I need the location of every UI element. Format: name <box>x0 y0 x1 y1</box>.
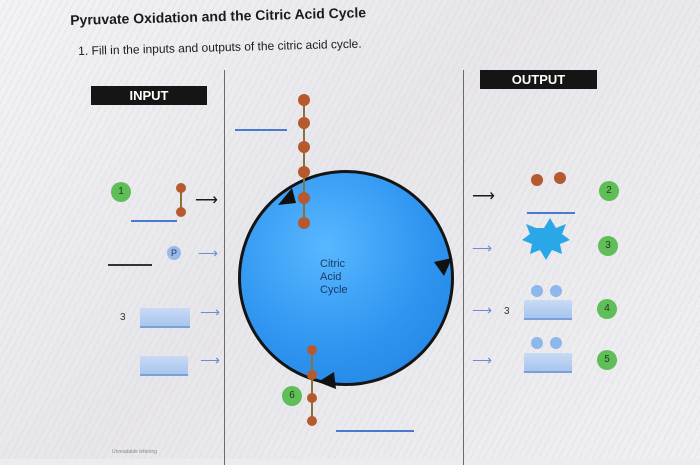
input-arrow-2: ⟶ <box>198 245 219 261</box>
input-blank-top[interactable] <box>235 129 287 131</box>
input-answer-box-4[interactable] <box>140 356 188 376</box>
output-answer-box-5[interactable] <box>524 353 572 373</box>
input-blank-2[interactable] <box>108 264 152 266</box>
output-arrow-2: ⟶ <box>472 188 495 205</box>
nadh-output-molecules <box>531 285 562 349</box>
cycle-frame <box>224 70 464 465</box>
step-badge-4: 4 <box>597 299 617 319</box>
cycle-label-line-3: Cycle <box>320 284 348 296</box>
atp-output-shape <box>522 218 570 260</box>
step-badge-6: 6 <box>282 386 302 406</box>
cycle-label: Citric Acid Cycle <box>320 258 380 297</box>
input-count: 3 <box>120 312 126 323</box>
input-arrow-4: ⟶ <box>200 352 221 368</box>
input-arrow-3: ⟶ <box>200 304 221 320</box>
cycle-label-line-1: Citric <box>320 258 346 270</box>
phosphate-badge: P <box>167 246 181 260</box>
input-banner: INPUT <box>91 86 207 105</box>
co2-output-molecules <box>531 172 566 186</box>
output-arrow-3: ⟶ <box>472 240 493 256</box>
input-blank-1[interactable] <box>131 220 177 222</box>
output-arrow-5: ⟶ <box>472 352 493 368</box>
output-blank-2[interactable] <box>527 212 575 214</box>
cycle-arrow-top <box>278 188 296 205</box>
output-arrow-4: ⟶ <box>472 302 493 318</box>
acetyl-molecule <box>176 183 186 217</box>
output-count: 3 <box>504 306 510 317</box>
citric-acid-cycle-diagram: Citric Acid Cycle <box>238 170 458 390</box>
footer-text: Unreadable lettering <box>112 449 158 455</box>
cycle-circle <box>238 170 454 386</box>
output-banner: OUTPUT <box>480 70 597 89</box>
cycle-label-line-2: Acid <box>320 271 342 283</box>
step-badge-2: 2 <box>599 181 619 201</box>
bottom-blank[interactable] <box>336 430 414 432</box>
bottom-carbon-chain <box>307 345 317 426</box>
cycle-arrow-right <box>434 258 452 276</box>
top-carbon-chain <box>298 94 310 229</box>
step-badge-3: 3 <box>598 236 618 256</box>
cycle-arrow-bottom <box>318 372 336 389</box>
step-badge-1: 1 <box>111 182 131 202</box>
input-answer-box-3[interactable] <box>140 308 190 328</box>
step-badge-5: 5 <box>597 350 617 370</box>
output-answer-box-4[interactable] <box>524 300 572 320</box>
input-arrow-1: ⟶ <box>195 192 218 209</box>
